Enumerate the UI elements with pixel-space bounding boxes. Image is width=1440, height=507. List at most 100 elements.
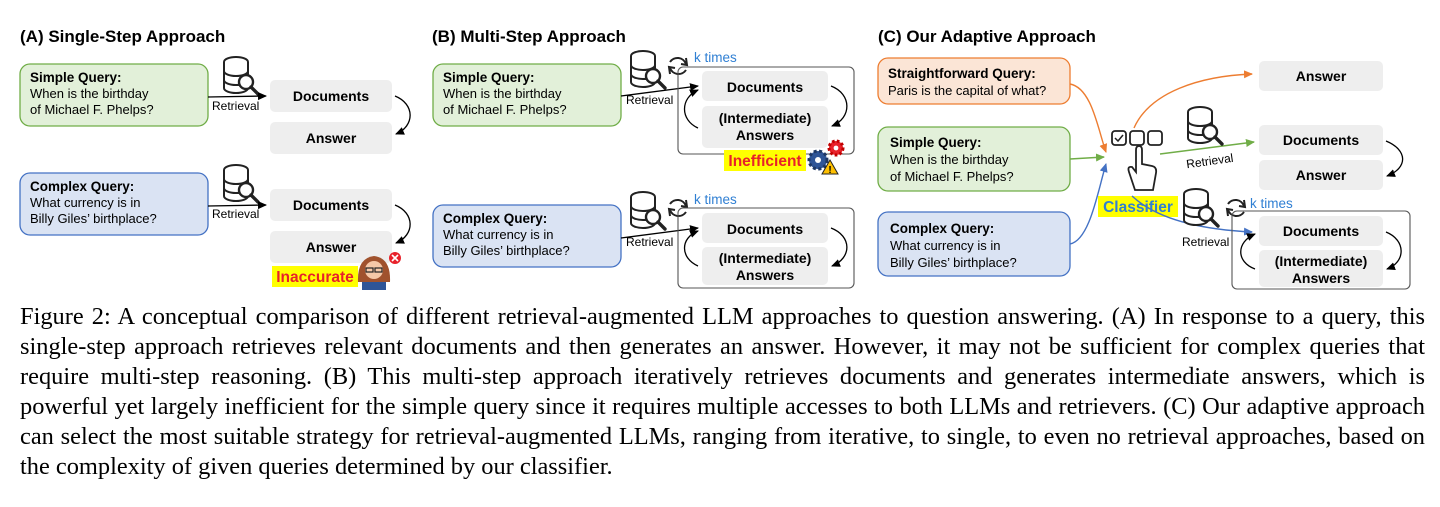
query-label: Simple Query: [30, 70, 122, 85]
retrieval-label: Retrieval [212, 207, 259, 221]
k-times-label: k times [694, 50, 737, 65]
answer-label: Answer [1296, 167, 1347, 183]
panel-b: (B) Multi-Step Approach Simple Query: Wh… [432, 27, 855, 289]
answer-box: Answer [270, 122, 392, 154]
arrow [1133, 70, 1253, 129]
documents-label: Documents [727, 79, 803, 95]
intermediate-answers-box: (Intermediate) Answers [702, 106, 828, 148]
documents-box: Documents [702, 213, 828, 243]
inaccurate-label: Inaccurate [276, 269, 354, 286]
retrieval-label: Retrieval [1182, 235, 1229, 249]
query-label: Simple Query: [443, 70, 535, 85]
iteration-frame [677, 207, 855, 289]
panel-c-title: (C) Our Adaptive Approach [878, 27, 1096, 46]
arrow [683, 230, 699, 267]
panel-a-complex-query-box: Complex Query: What currency is in Billy… [19, 172, 209, 236]
arrow [620, 83, 699, 97]
query-label: Simple Query: [890, 135, 982, 150]
query-text: Billy Giles’ birthplace? [890, 255, 1017, 270]
arrow [1069, 153, 1105, 162]
intermediate-label: (Intermediate) [719, 250, 812, 266]
documents-label: Documents [293, 197, 369, 213]
arrow [1385, 140, 1404, 177]
query-text: What currency is in [890, 238, 1001, 253]
query-text: of Michael F. Phelps? [890, 169, 1014, 184]
panel-b-title: (B) Multi-Step Approach [432, 27, 626, 46]
query-text: When is the birthday [30, 86, 149, 101]
query-text: of Michael F. Phelps? [443, 102, 567, 117]
panel-b-complex-query-box: Complex Query: What currency is in Billy… [432, 204, 622, 268]
query-text: What currency is in [443, 227, 554, 242]
arrow [1159, 139, 1255, 155]
database-search-icon [222, 163, 260, 204]
panel-c-complex-query-box: Complex Query: What currency is in Billy… [877, 211, 1071, 277]
database-search-icon [222, 55, 260, 96]
arrow [394, 95, 411, 135]
loop-icon [1226, 198, 1246, 218]
query-text: When is the birthday [443, 86, 562, 101]
query-label: Straightforward Query: [888, 66, 1036, 81]
retrieval-label: Retrieval [212, 99, 259, 113]
documents-box: Documents [270, 80, 392, 112]
database-search-icon [629, 49, 667, 90]
inefficient-label: Inefficient [728, 153, 801, 170]
figure-caption: Figure 2: A conceptual comparison of dif… [20, 303, 1425, 480]
iteration-frame [1231, 210, 1411, 290]
arrow [1069, 83, 1108, 153]
query-text: What currency is in [30, 195, 141, 210]
arrow [830, 85, 848, 127]
k-times-label: k times [1250, 196, 1293, 211]
intermediate-label: (Intermediate) [719, 110, 812, 126]
answer-box: Answer [1259, 160, 1383, 190]
documents-box: Documents [1259, 216, 1383, 246]
straightforward-query-box: Straightforward Query: Paris is the capi… [877, 57, 1071, 105]
panel-c: (C) Our Adaptive Approach Straightforwar… [877, 27, 1411, 290]
arrow [1240, 233, 1256, 270]
panel-b-simple-query-box: Simple Query: When is the birthday of Mi… [432, 63, 622, 127]
inaccurate-badge: Inaccurate [272, 266, 358, 287]
arrow [394, 204, 411, 244]
documents-label: Documents [293, 88, 369, 104]
panel-a-simple-query-box: Simple Query: When is the birthday of Mi… [19, 63, 209, 127]
documents-label: Documents [727, 221, 803, 237]
retrieval-label: Retrieval [626, 235, 673, 249]
arrow [683, 89, 699, 129]
database-search-icon [1182, 187, 1220, 228]
retrieval-label: Retrieval [626, 93, 673, 107]
intermediate-label: (Intermediate) [1275, 253, 1368, 269]
arrow [207, 92, 267, 101]
documents-box: Documents [270, 189, 392, 221]
figure-diagram: (A) Single-Step Approach Simple Query: W… [19, 27, 1411, 290]
intermediate-label: Answers [736, 267, 795, 283]
answer-label: Answer [1296, 68, 1347, 84]
panel-c-simple-query-box: Simple Query: When is the birthday of Mi… [877, 126, 1071, 192]
svg-text:!: ! [828, 165, 831, 176]
confused-person-icon [357, 252, 401, 290]
query-text: Billy Giles’ birthplace? [443, 243, 570, 258]
arrow [830, 227, 848, 267]
answer-box: Answer [1259, 61, 1383, 91]
database-search-icon [629, 190, 667, 231]
inefficient-badge: Inefficient [724, 150, 806, 171]
panel-a-title: (A) Single-Step Approach [20, 27, 225, 46]
arrow [1385, 231, 1402, 270]
classifier-badge: Classifier [1098, 196, 1178, 217]
query-text: of Michael F. Phelps? [30, 102, 154, 117]
gears-warning-icon: ! [807, 139, 845, 176]
answer-label: Answer [306, 239, 357, 255]
arrow [620, 225, 699, 239]
panel-a: (A) Single-Step Approach Simple Query: W… [19, 27, 411, 290]
intermediate-answers-box: (Intermediate) Answers [1259, 250, 1383, 287]
k-times-label: k times [694, 192, 737, 207]
retrieval-label: Retrieval [1185, 151, 1234, 171]
query-label: Complex Query: [443, 211, 547, 226]
query-text: When is the birthday [890, 152, 1009, 167]
intermediate-label: Answers [736, 127, 795, 143]
arrow [1069, 163, 1108, 245]
documents-box: Documents [1259, 125, 1383, 155]
intermediate-label: Answers [1292, 270, 1351, 286]
query-text: Billy Giles’ birthplace? [30, 211, 157, 226]
query-label: Complex Query: [30, 179, 134, 194]
intermediate-answers-box: (Intermediate) Answers [702, 247, 828, 285]
answer-box: Answer [270, 231, 392, 263]
